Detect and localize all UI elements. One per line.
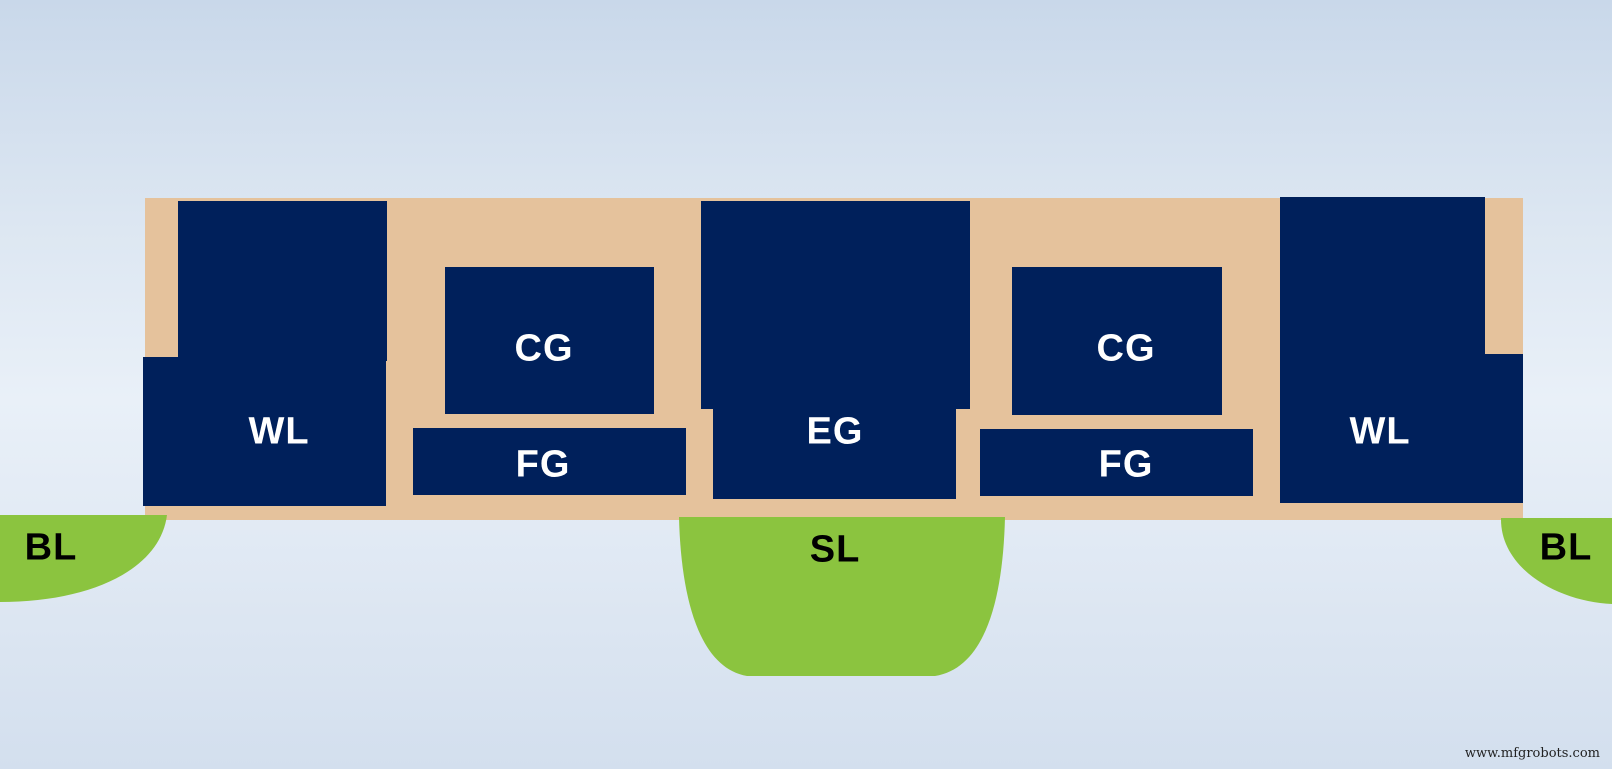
wordline-left-lower (143, 357, 386, 506)
floating-gate-left-label: FG (515, 443, 571, 486)
bitline-right-region (1500, 518, 1612, 604)
floating-gate-right (980, 429, 1253, 496)
control-gate-right (1012, 267, 1222, 415)
watermark: www.mfgrobots.com (1464, 746, 1600, 761)
control-gate-left (445, 267, 654, 414)
wordline-left-upper (178, 201, 387, 361)
wordline-right-label: WL (1349, 410, 1411, 453)
wordline-right-upper (1280, 197, 1485, 358)
erase-gate-lower (713, 405, 956, 499)
wordline-right-lower (1280, 354, 1523, 503)
floating-gate-right-label: FG (1098, 443, 1154, 486)
sourceline-region (679, 517, 1005, 676)
sourceline-label: SL (809, 528, 861, 571)
control-gate-right-label: CG (1096, 327, 1156, 370)
bitline-left-label: BL (24, 526, 78, 569)
erase-gate-label: EG (806, 410, 864, 453)
erase-gate-upper (701, 201, 970, 409)
wordline-left-label: WL (248, 410, 310, 453)
bitline-left-region (0, 515, 167, 602)
floating-gate-left (413, 428, 686, 495)
control-gate-left-label: CG (514, 327, 574, 370)
bitline-right-label: BL (1539, 526, 1593, 569)
